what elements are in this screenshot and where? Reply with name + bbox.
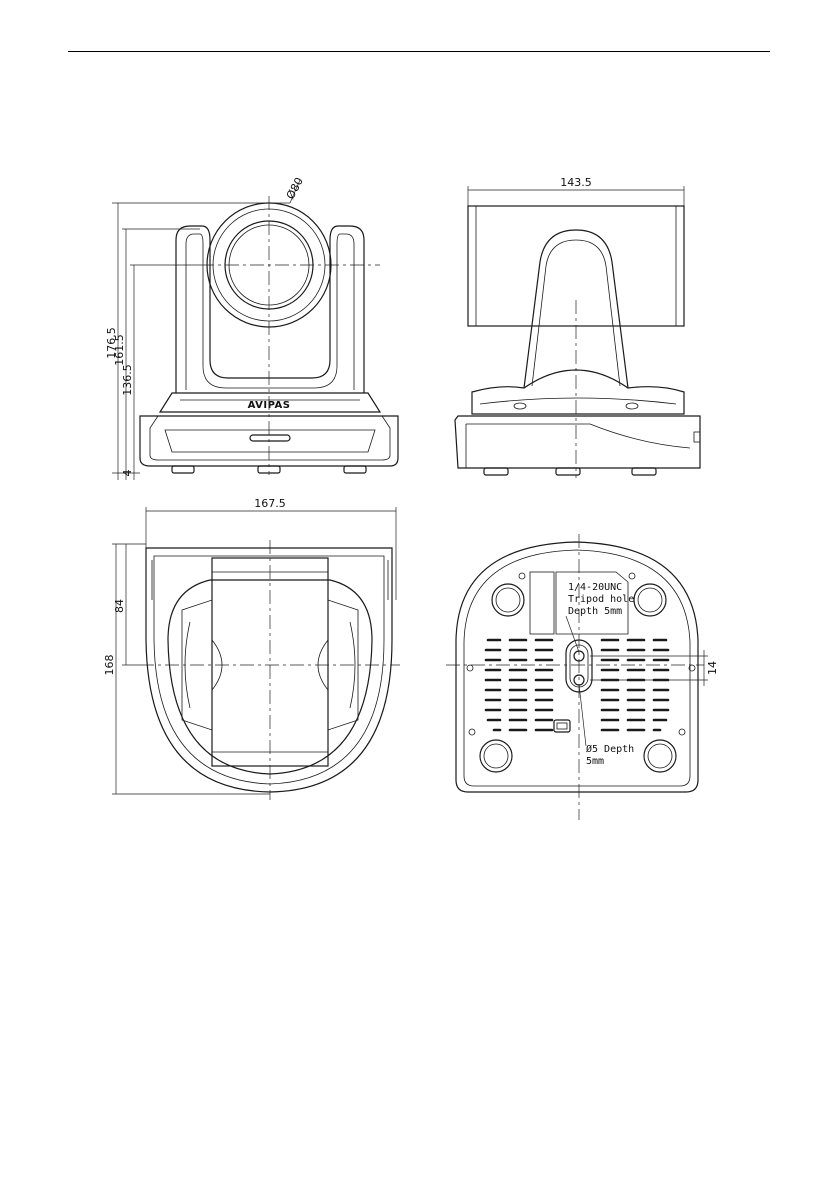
lens-diameter-label: Ø80 [284, 175, 306, 201]
pivot-height-label: 161.5 [113, 334, 126, 366]
tripod-note-line1: 1/4-20UNC [568, 582, 622, 593]
pin-note-line1: Ø5 Depth [586, 743, 634, 755]
top-depth-label: 168 [103, 655, 116, 676]
side-view: 143.5 [455, 176, 700, 478]
tripod-note-line2: Tripod hole [568, 594, 634, 605]
vent-grille-right [602, 640, 668, 730]
top-width-label: 167.5 [254, 497, 286, 510]
vent-grille-left [486, 640, 552, 730]
side-width-label: 143.5 [560, 176, 592, 189]
foot-height-label: 4 [121, 470, 134, 477]
bottom-view: 1/4-20UNC Tripod hole Depth 5mm [446, 534, 719, 820]
pin-note-line2: 5mm [586, 756, 604, 767]
mount-spacing-label: 14 [706, 661, 719, 675]
front-view: AVIPAS 176.5 161.5 136.5 4 Ø80 [105, 175, 398, 480]
top-half-depth-label: 84 [113, 599, 126, 613]
inner-height-label: 136.5 [121, 364, 134, 396]
top-view: 167.5 168 84 [103, 497, 400, 800]
tripod-note-line3: Depth 5mm [568, 606, 622, 617]
